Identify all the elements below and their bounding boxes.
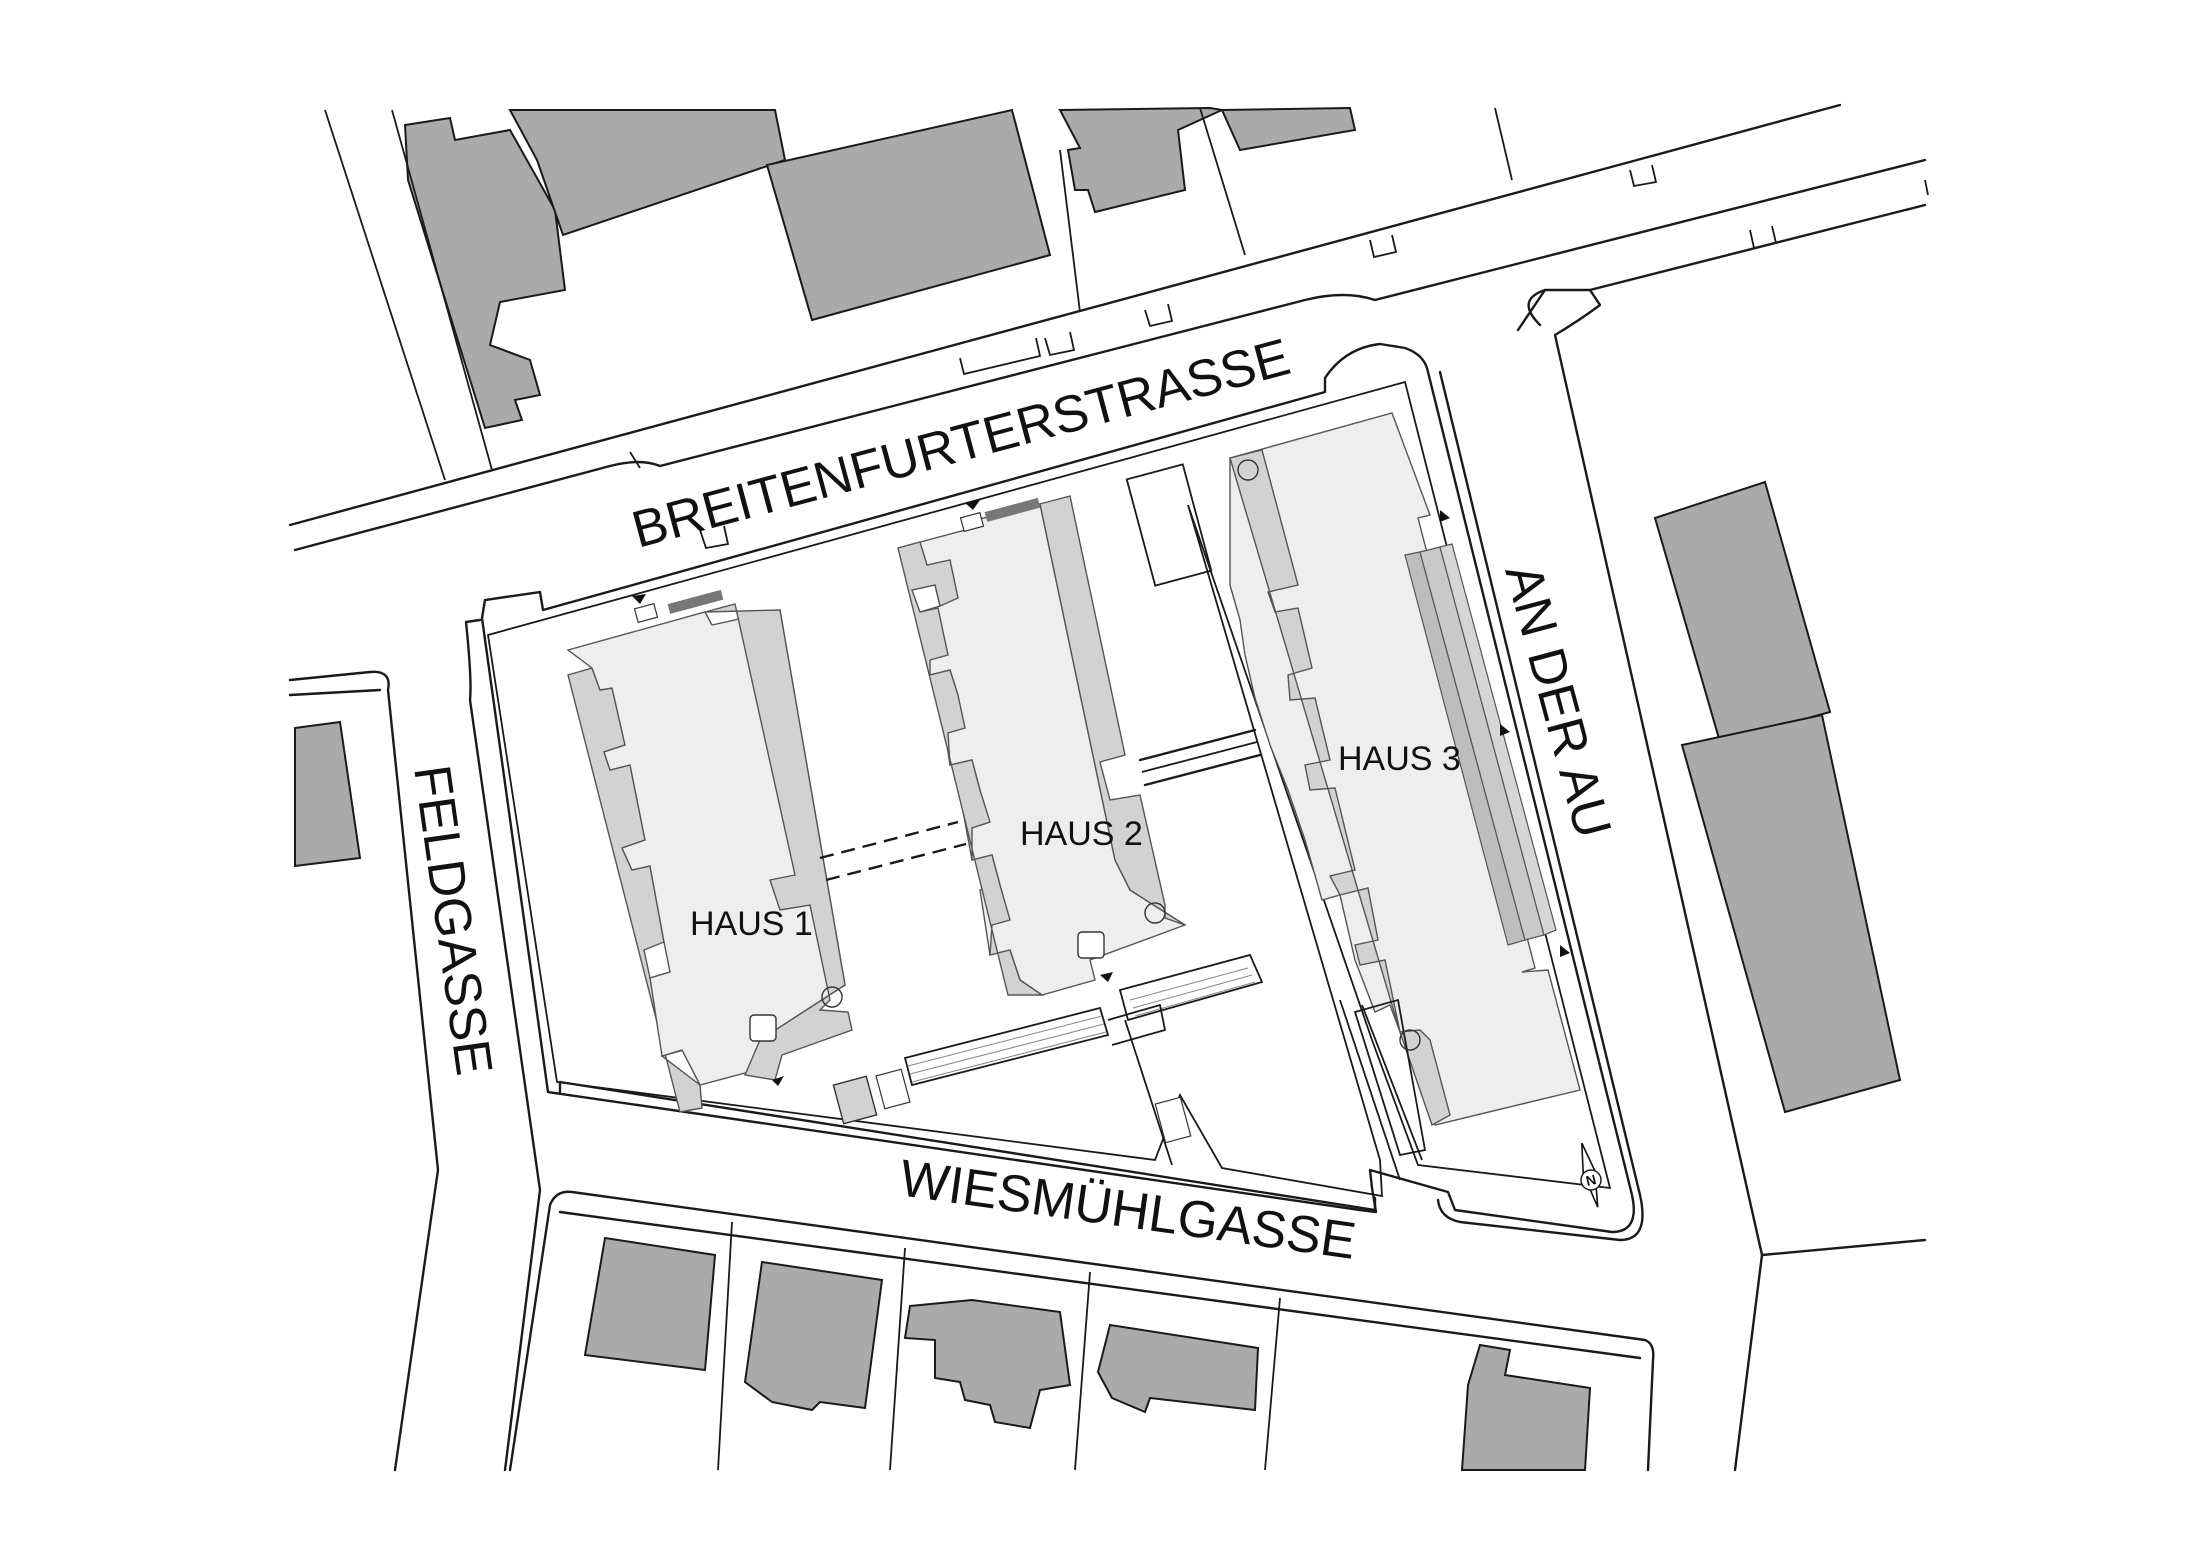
ramp-haus2 (1118, 953, 1264, 1022)
haus-2-entry-box (959, 511, 985, 533)
site-inner-boundary (486, 380, 1612, 1198)
north-lot-line-3 (1059, 149, 1081, 313)
ramp-haus1 (903, 1006, 1110, 1087)
neighbor-building-s-2 (743, 1260, 884, 1412)
south-lot-line-1 (717, 1221, 733, 1471)
wiesmuehlgasse-south-edge (508, 1190, 1655, 1472)
house-label-haus-2: HAUS 2 (1020, 815, 1143, 853)
bridge-2-3-bottom (1143, 753, 1262, 787)
north-lot-line-4 (1199, 107, 1246, 256)
haus-3-stair-curve-bottom (1399, 1029, 1421, 1051)
south-lot-lines (324, 107, 1513, 1471)
south-lot-line-2 (889, 1247, 906, 1471)
north-arrow-letter: N (1584, 1171, 1598, 1189)
street-label-wiesmuehlgasse: WIESMÜHLGASSE (896, 1149, 1359, 1270)
street-label-feldgasse: FELDGASSE (402, 762, 503, 1079)
haus-3-balcony-strip-3 (1439, 543, 1557, 936)
ramp-haus2-hatch (1129, 967, 1256, 1017)
breitenfurterstrasse-south-edge (293, 158, 1927, 552)
haus-2-entry-marker-top (965, 500, 980, 510)
bridge-haus2-haus3 (1138, 728, 1262, 787)
haus-3-west-wing (1229, 449, 1451, 1127)
north-lot-line-5 (1494, 107, 1513, 181)
haus-2-entry-marker-bottom (1100, 972, 1113, 982)
bridge-2-3-mid (1141, 741, 1258, 773)
haus-3-south-arm (1353, 998, 1427, 1157)
haus-1-entry-marker-top (632, 594, 646, 604)
utility-box-2 (875, 1068, 911, 1110)
haus-1-entry-marker-bottom (772, 1076, 784, 1086)
haus-2-stair-curve (1144, 902, 1166, 924)
neighbor-building-west (294, 720, 362, 868)
bridge-haus1-haus2 (819, 820, 967, 882)
utility-box-3 (1154, 1096, 1192, 1144)
haus-2-west-wing (897, 541, 1045, 996)
ramp-connector (1107, 1003, 1167, 1046)
haus-1-building (566, 589, 853, 1113)
bridge-1-2-bottom (825, 842, 967, 882)
wiesmuehlgasse-lot-line (558, 1210, 1642, 1360)
site-boundary (480, 342, 1635, 1234)
an-der-au-west-edge (1436, 370, 1644, 1242)
haus-3-entry-marker-3 (1560, 945, 1570, 957)
path-vertical-1 (1124, 1019, 1173, 1166)
bridge-1-2-top (819, 820, 959, 860)
haus-3-stair-curve-top (1237, 459, 1259, 481)
neighbor-building-east-2 (1680, 713, 1902, 1114)
haus-2-lift-core (1077, 931, 1105, 959)
neighbor-building-nw-2 (508, 109, 787, 237)
an-der-au-east-lot (1516, 203, 1927, 1257)
feldgasse-east-edge (464, 618, 542, 1472)
neighbor-building-s-4 (1096, 1323, 1260, 1414)
haus-1-entry-box (633, 602, 659, 624)
feldgasse-west-edge (288, 670, 440, 1472)
north-lot-line-1 (324, 109, 446, 481)
west-lot-edge (288, 688, 382, 697)
path-vertical-3 (1361, 1004, 1423, 1161)
north-lot-line-2 (391, 109, 493, 471)
ramps-and-paths (832, 953, 1423, 1181)
utility-box-1 (832, 1075, 878, 1125)
neighbor-building-n-2 (1220, 106, 1357, 152)
haus-2-entry-steps (984, 497, 1041, 522)
haus-3-entry-marker-1 (1440, 510, 1450, 522)
haus-2-east-wing (1039, 495, 1186, 926)
street-outlines (288, 103, 1929, 1472)
north-arrow-circle (1580, 1169, 1602, 1191)
neighbor-buildings (294, 106, 1902, 1471)
house-label-haus-1: HAUS 1 (690, 905, 813, 943)
ramp-haus1-hatch (907, 1015, 1107, 1083)
haus-1-lift-core (749, 1014, 777, 1042)
neighbor-building-s-3 (903, 1298, 1072, 1430)
house-label-haus-3: HAUS 3 (1338, 740, 1461, 778)
haus-3-entry-marker-2 (1500, 724, 1510, 736)
neighbor-building-nw-1 (403, 116, 567, 430)
neighbor-building-nw-3 (765, 108, 1052, 322)
south-lot-line-4 (1264, 1297, 1281, 1471)
plaza-square (1125, 463, 1213, 587)
haus-1-stair-curve (821, 986, 843, 1008)
haus-2-building (897, 495, 1187, 996)
bridge-2-3-top (1138, 728, 1257, 762)
neighbor-building-n-1 (1058, 106, 1226, 214)
an-der-au-east-edge (1527, 288, 1764, 1472)
path-vertical-2 (1339, 999, 1401, 1181)
north-arrow: N (1580, 1142, 1602, 1208)
haus-1-east-wing (704, 603, 853, 1081)
south-lot-line-3 (1074, 1271, 1091, 1471)
neighbor-building-east-1 (1653, 480, 1832, 744)
neighbor-building-s-5 (1460, 1343, 1592, 1471)
breitenfurterstrasse-north-edge (288, 103, 1842, 527)
haus-1-entry-steps (667, 589, 724, 614)
neighbor-building-s-1 (583, 1236, 717, 1372)
site-outer-boundary (480, 342, 1635, 1234)
haus-3-building (1229, 412, 1581, 1157)
